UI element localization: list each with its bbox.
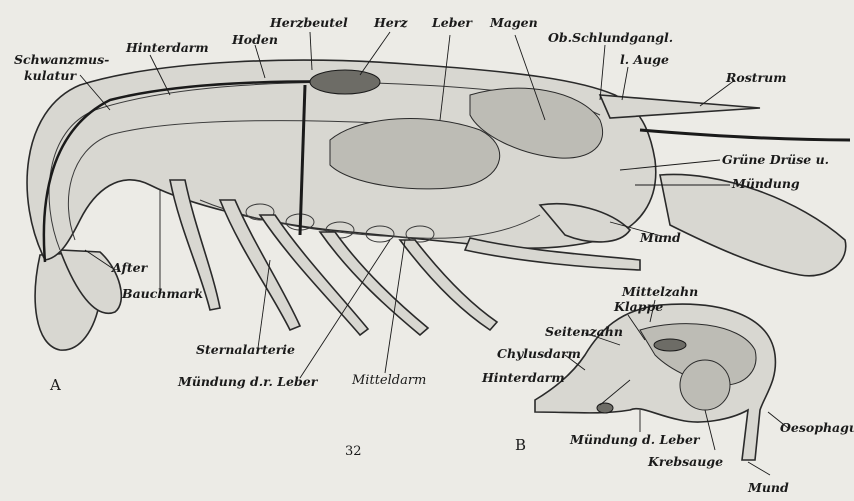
label-gruene-druese: Grüne Drüse u. <box>722 152 829 167</box>
figure-letter-b: B <box>515 436 526 454</box>
heart <box>310 70 380 94</box>
label-muendung: Mündung <box>731 176 800 191</box>
label-mittelzahn: Mittelzahn <box>621 284 698 299</box>
label-hoden: Hoden <box>231 32 278 47</box>
label-krebsauge: Krebsauge <box>647 454 723 469</box>
muendung-leber-b-dot <box>597 403 613 413</box>
label-herz: Herz <box>373 15 408 30</box>
label-chylusdarm: Chylusdarm <box>497 346 581 361</box>
label-klappe: Klappe <box>613 299 663 314</box>
page-number: 32 <box>345 444 362 459</box>
label-rostrum: Rostrum <box>725 70 786 85</box>
label-seitenzahn: Seitenzahn <box>545 324 623 339</box>
label-hinterdarm-a: Hinterdarm <box>125 40 209 55</box>
figure-letter-a: A <box>49 376 61 394</box>
label-l-auge: l. Auge <box>620 52 669 67</box>
rostrum-shape <box>600 95 760 118</box>
label-oesophagus: Oesophagus <box>780 420 854 435</box>
label-muendung-leber-b: Mündung d. Leber <box>569 432 701 447</box>
label-after: After <box>111 260 149 275</box>
label-mund-a: Mund <box>639 230 681 245</box>
label-schwanzmuskulatur-2: kulatur <box>24 68 77 83</box>
antenna <box>640 130 850 140</box>
label-muendung-leber-a: Mündung d.r. Leber <box>177 374 319 389</box>
teeth <box>654 339 686 351</box>
label-hinterdarm-b: Hinterdarm <box>481 370 565 385</box>
crayfish-body-figure <box>27 60 850 350</box>
krebsauge-circle <box>680 360 730 410</box>
label-herzbeutel: Herzbeutel <box>269 15 348 30</box>
label-schwanzmuskulatur-1: Schwanzmus- <box>14 52 109 67</box>
label-sternalarterie: Sternalarterie <box>196 342 295 357</box>
label-magen: Magen <box>489 15 538 30</box>
label-bauchmark: Bauchmark <box>121 286 203 301</box>
label-leber: Leber <box>431 15 473 30</box>
label-ob-schlundgangl: Ob.Schlundgangl. <box>548 30 673 45</box>
liver <box>330 119 500 189</box>
label-mund-b: Mund <box>747 480 789 495</box>
label-mitteldarm: Mitteldarm <box>351 373 426 388</box>
